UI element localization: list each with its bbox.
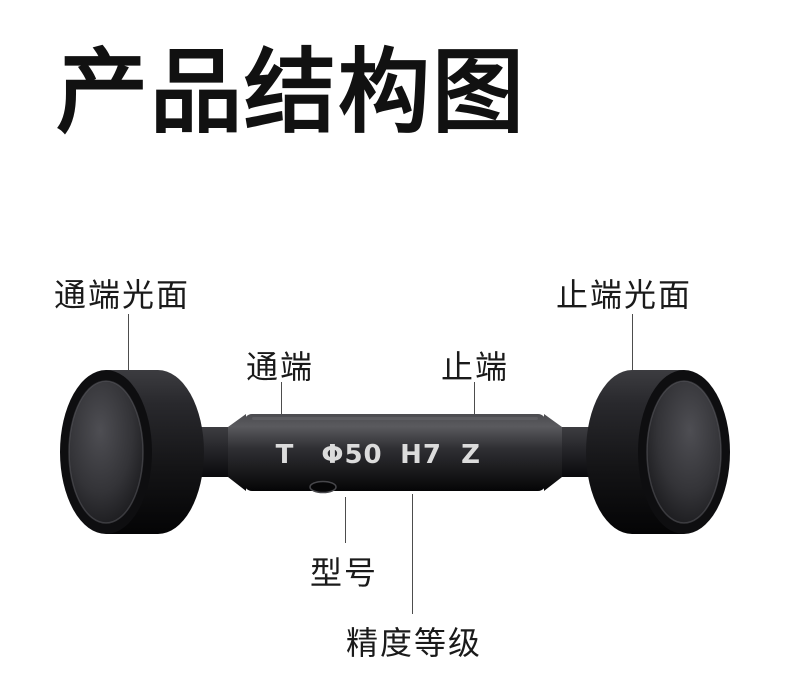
gauge-nogo-disc — [586, 370, 730, 534]
marking-size: Φ50 — [321, 440, 382, 470]
leader-nogo-end — [474, 382, 475, 414]
leader-go-end — [281, 382, 282, 414]
gauge-handle — [244, 414, 546, 491]
label-go-end: 通端 — [246, 348, 315, 386]
marking-tolerance: H7 — [400, 440, 442, 470]
page-title: 产品结构图 — [56, 39, 527, 146]
leader-go-end-face — [128, 314, 129, 370]
label-accuracy-grade: 精度等级 — [346, 624, 483, 662]
marking-nogo: Z — [461, 440, 481, 470]
label-nogo-end: 止端 — [441, 348, 510, 386]
marking-go: T — [276, 440, 295, 470]
label-go-end-face: 通端光面 — [54, 276, 191, 314]
leader-model — [345, 497, 346, 543]
label-model: 型号 — [310, 554, 379, 592]
label-nogo-end-face: 止端光面 — [556, 276, 693, 314]
leader-nogo-end-face — [632, 314, 633, 370]
leader-accuracy-grade — [412, 494, 413, 614]
gauge-go-disc — [60, 370, 204, 534]
handle-hole — [309, 480, 337, 494]
